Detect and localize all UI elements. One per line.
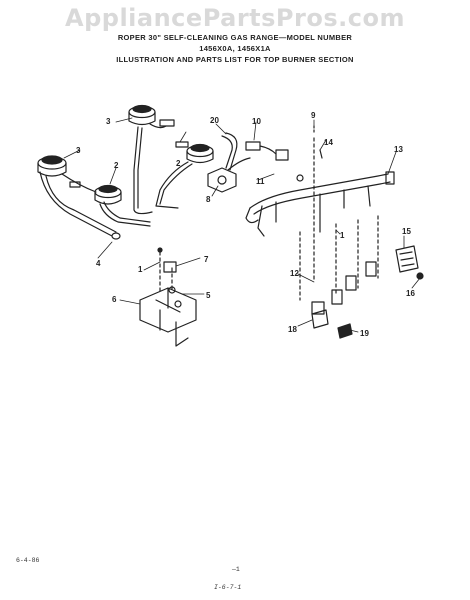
callout-12: 12 — [290, 269, 299, 278]
header-model-numbers: 1456X0A, 1456X1A — [199, 44, 271, 53]
valve-body — [311, 309, 329, 329]
left-front-tube — [99, 201, 151, 227]
orifice-parts — [157, 247, 177, 295]
callout-18: 18 — [288, 325, 297, 334]
footer-code: I-6-7-1 — [214, 584, 242, 591]
left-burner — [37, 155, 97, 193]
callout-3-top: 3 — [106, 117, 111, 126]
footer-page-number: —1 — [232, 566, 240, 573]
callout-3-left: 3 — [76, 146, 81, 155]
gas-valve — [207, 157, 251, 193]
callout-16: 16 — [406, 289, 415, 298]
vertical-pins — [313, 125, 323, 281]
left-front-burner — [94, 184, 122, 205]
callout-9: 9 — [311, 111, 316, 120]
manifold-pipe — [245, 171, 395, 237]
left-venturi-tube — [39, 171, 121, 240]
right-front-burner — [155, 143, 214, 209]
burner-valves — [299, 215, 379, 315]
callout-7: 7 — [204, 255, 209, 264]
control-knob — [337, 323, 353, 339]
callout-2-left: 2 — [114, 161, 119, 170]
fitting-assembly — [245, 141, 304, 182]
callout-8: 8 — [206, 195, 211, 204]
callout-13: 13 — [394, 145, 403, 154]
header-title: ROPER 30" SELF-CLEANING GAS RANGE—MODEL … — [117, 33, 353, 42]
callout-20: 20 — [210, 116, 219, 125]
header-subtitle: ILLUSTRATION AND PARTS LIST FOR TOP BURN… — [116, 55, 354, 64]
callout-19: 19 — [360, 329, 369, 338]
callout-6: 6 — [112, 295, 117, 304]
callout-15: 15 — [402, 227, 411, 236]
lower-bracket — [139, 287, 197, 347]
gas-supply-tube — [221, 132, 238, 171]
callout-numbers: 3 2 3 2 4 20 10 11 8 9 14 13 1 15 16 12 … — [76, 111, 415, 338]
burner-clips — [69, 119, 189, 188]
callout-4: 4 — [96, 259, 101, 268]
callout-2-center: 2 — [176, 159, 181, 168]
screw — [416, 272, 424, 280]
callout-14: 14 — [324, 138, 333, 147]
callout-1-left: 1 — [138, 265, 143, 274]
callout-1-right: 1 — [340, 231, 345, 240]
callout-10: 10 — [252, 117, 261, 126]
callout-11: 11 — [256, 177, 265, 186]
spark-module — [395, 245, 419, 273]
callout-5: 5 — [206, 291, 211, 300]
leader-lines — [63, 117, 421, 333]
watermark: AppliancePartsPros.com — [65, 4, 405, 32]
footer-date-code: 6-4-86 — [16, 557, 40, 564]
